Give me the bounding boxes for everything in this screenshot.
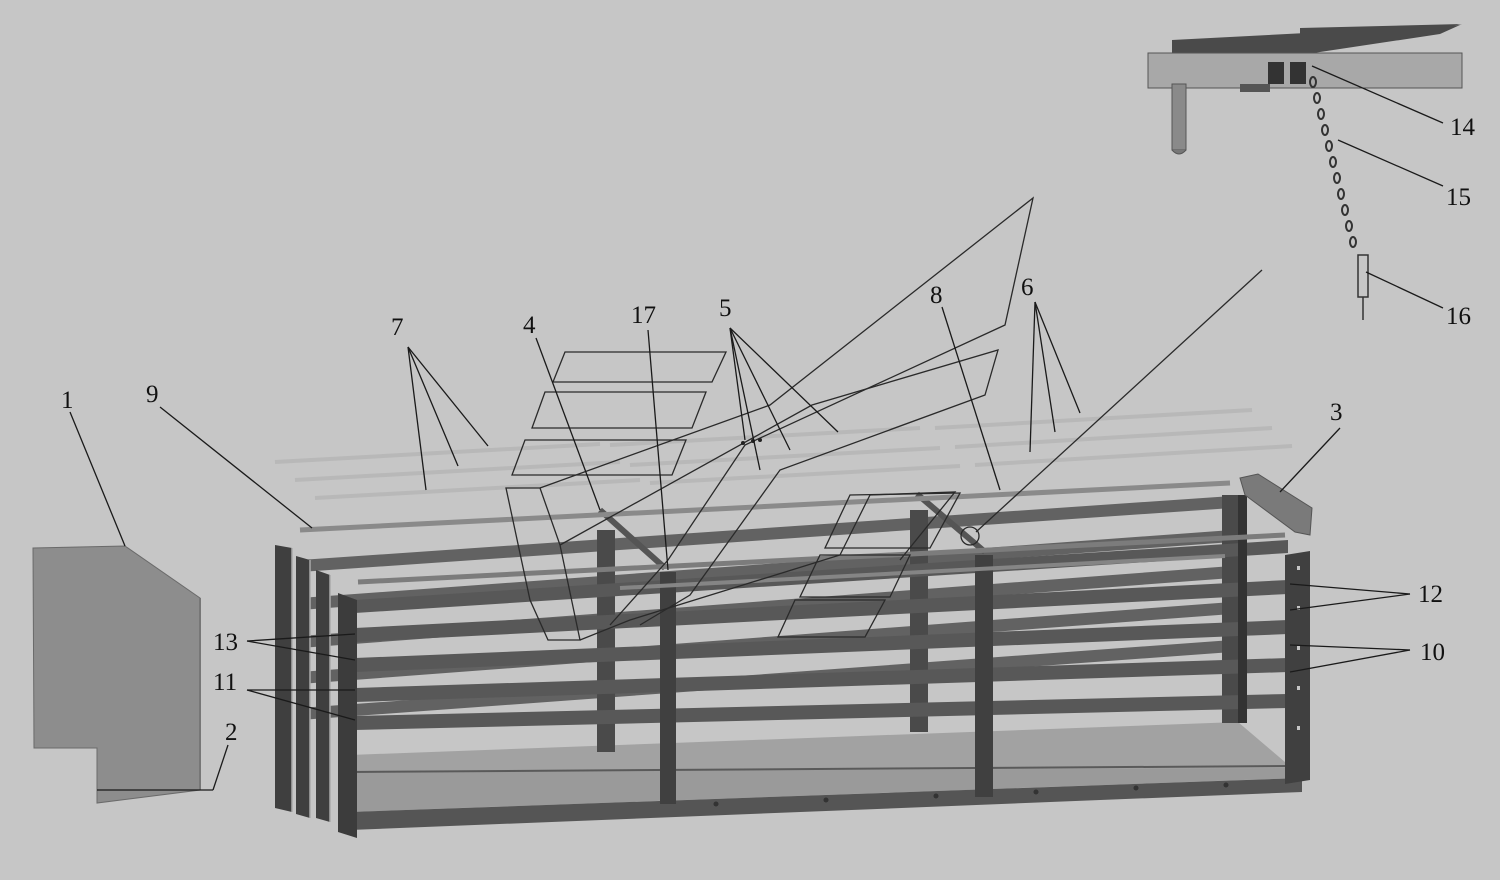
rear-piece-part-3	[1239, 473, 1313, 536]
post-holes	[1297, 566, 1300, 730]
callout-2: 2	[225, 719, 238, 746]
top-rails	[299, 480, 1286, 590]
callout-8: 8	[930, 282, 943, 309]
callout-3: 3	[1330, 399, 1343, 426]
roof-bow-8	[915, 491, 987, 555]
detail-inset	[1147, 24, 1463, 320]
callout-9: 9	[146, 381, 159, 408]
callout-labels: 1 2 3 4 5 6 7 8 9 10 11 12 13 14 15 16 1…	[61, 114, 1476, 746]
front-gate	[275, 545, 357, 838]
callout-15: 15	[1446, 184, 1471, 211]
cover-outlines	[505, 196, 1263, 641]
callout-14: 14	[1450, 114, 1476, 141]
cab-part-1	[32, 545, 201, 804]
callout-17: 17	[631, 302, 656, 329]
callout-16: 16	[1446, 303, 1471, 330]
callout-5: 5	[719, 295, 732, 322]
callout-4: 4	[523, 312, 536, 339]
platform-floor	[349, 722, 1302, 830]
callout-6: 6	[1021, 274, 1034, 301]
chain	[1309, 76, 1357, 248]
roof-bow-4	[598, 507, 667, 571]
callout-10: 10	[1420, 639, 1445, 666]
floor-bolts	[713, 782, 1229, 807]
loose-rails-7	[274, 442, 641, 500]
leader-lines	[69, 65, 1444, 791]
callout-1: 1	[61, 387, 74, 414]
loose-rails-6	[609, 408, 1293, 485]
front-side-boards	[355, 540, 1288, 730]
callout-12: 12	[1418, 581, 1443, 608]
callout-13: 13	[213, 629, 238, 656]
callout-11: 11	[213, 669, 237, 696]
callout-7: 7	[391, 314, 404, 341]
